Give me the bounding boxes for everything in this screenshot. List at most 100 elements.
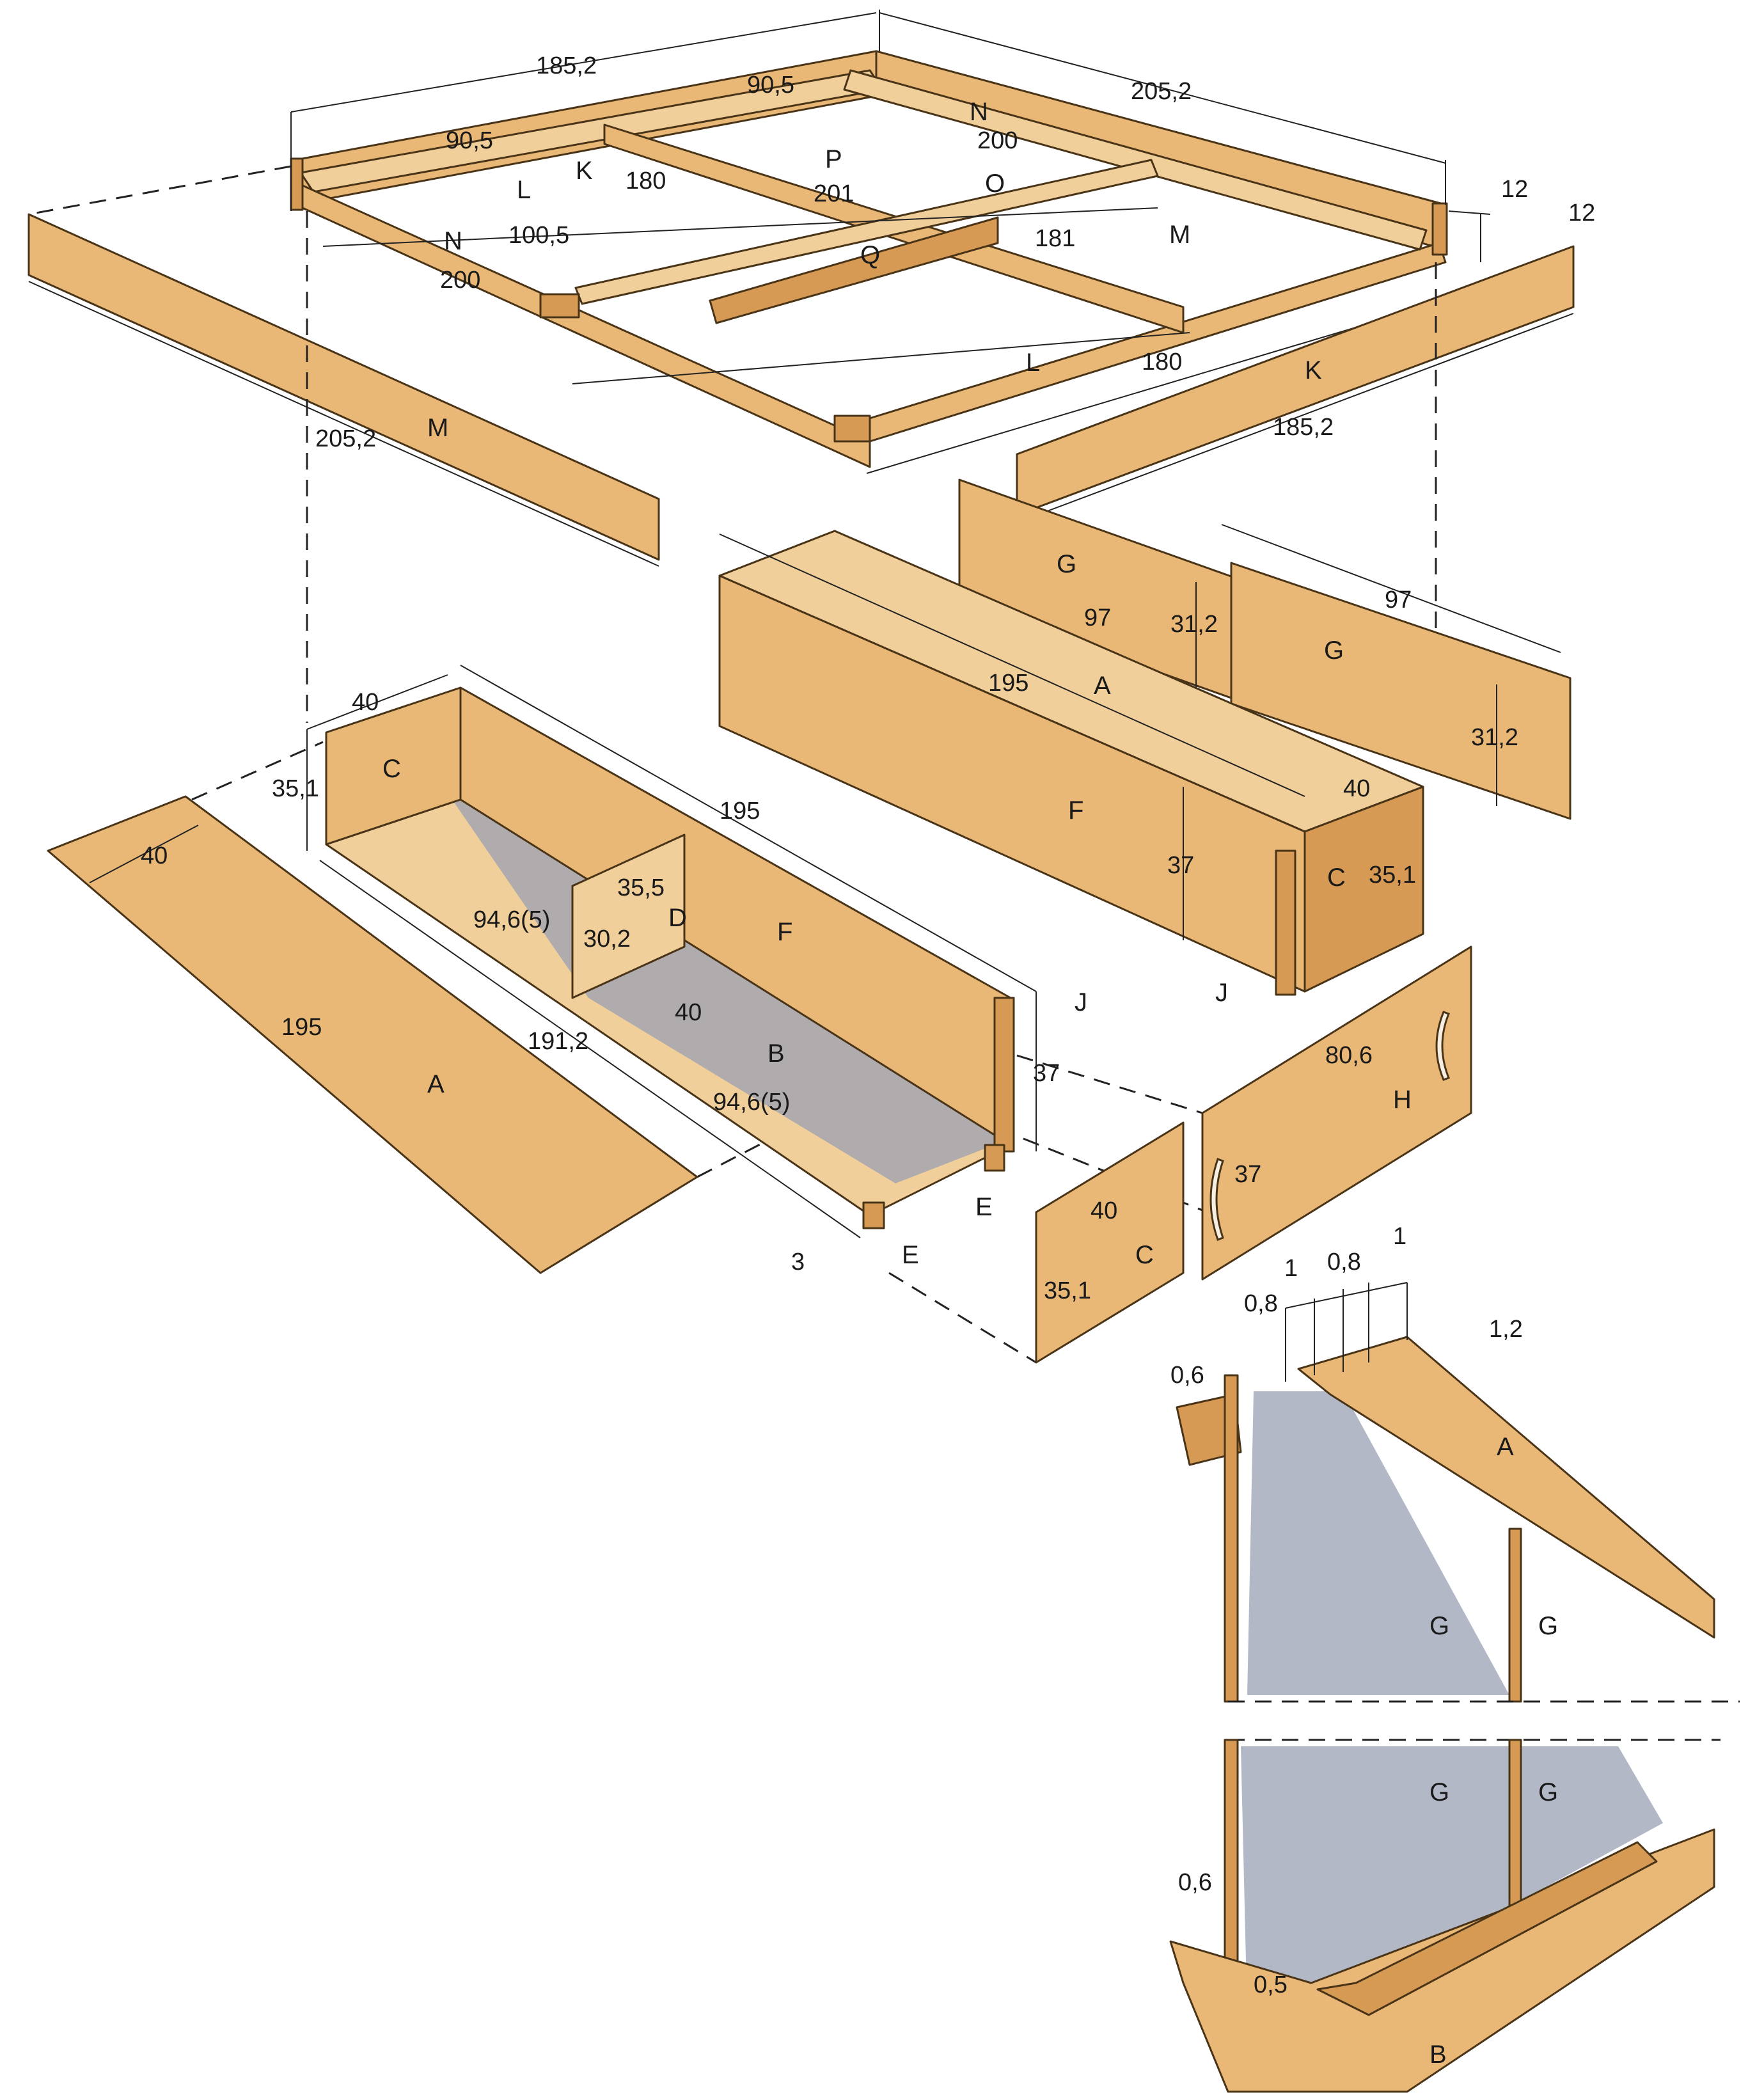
frame-label-o: O (985, 170, 1005, 198)
detail-top-rail-a (1297, 1336, 1715, 1639)
frame-rail-n-top (843, 69, 1428, 251)
closed-box-end-c (1303, 786, 1424, 993)
frame-dim-half-right: 90,5 (747, 72, 794, 99)
detail-dim-1a: 1 (1284, 1255, 1298, 1282)
bed-frame (290, 50, 1448, 468)
open-box-c-label: C (382, 755, 401, 783)
frame-dimensions (290, 10, 1491, 474)
rail-k-label: K (1305, 356, 1322, 384)
frame-dim-181: 181 (1035, 225, 1075, 252)
frame-dim-12b: 12 (1568, 200, 1595, 226)
detail-label-g2: G (1538, 1612, 1558, 1640)
panel-g1-label: G (1057, 550, 1076, 578)
rail-m-dim: 205,2 (315, 425, 376, 452)
open-box-j-strip (993, 997, 1015, 1153)
detail-label-g1: G (1429, 1612, 1449, 1640)
frame-label-n-left: N (444, 227, 462, 255)
open-box-b-depth: 40 (675, 999, 702, 1026)
open-box-dim-3: 3 (791, 1249, 805, 1276)
closed-box-j-strip (1275, 849, 1296, 996)
top-panel-a-length: 195 (281, 1014, 322, 1041)
detail-label-b: B (1429, 2041, 1447, 2069)
open-box-b-label: B (768, 1039, 785, 1068)
rail-m (28, 213, 660, 561)
detail-bottom-groove (1316, 1841, 1658, 2016)
frame-dim-l-bottom: 180 (1142, 349, 1182, 375)
frame-label-l-bottom: L (1026, 349, 1040, 377)
detail-top-panel-g-right (1508, 1528, 1522, 1703)
closed-box-a-label: A (1094, 672, 1111, 700)
detail-label-g3: G (1429, 1778, 1449, 1806)
open-box-d-label: D (668, 904, 687, 932)
closed-box-f-label: F (1068, 796, 1083, 825)
frame-dim-length-total: 205,2 (1131, 78, 1192, 105)
closed-box-c-height: 35,1 (1369, 862, 1416, 889)
door-h-label: H (1393, 1086, 1412, 1114)
frame-label-n-top: N (970, 98, 988, 126)
detail-top (1176, 1282, 1740, 1703)
frame-dim-p: 201 (814, 180, 854, 207)
frame-post-left (290, 157, 304, 211)
open-box-divider-d (571, 833, 686, 999)
frame-label-p: P (825, 145, 842, 173)
open-box-end-c (325, 686, 462, 846)
end-panel-c-label: C (1135, 1241, 1154, 1269)
detail-dim-05: 0,5 (1254, 1971, 1288, 1998)
open-box (306, 665, 1037, 1238)
frame-dim-width-total: 185,2 (536, 52, 597, 79)
detail-top-panel-g-left (1224, 1374, 1239, 1703)
detail-dim-1b: 1 (1393, 1223, 1406, 1250)
rail-k (1016, 245, 1575, 516)
top-panel-a (47, 795, 698, 1274)
frame-label-q: Q (860, 241, 880, 269)
open-box-e-label-front: E (902, 1241, 919, 1269)
end-panel-c (1035, 1121, 1185, 1364)
open-box-c-height: 35,1 (272, 775, 319, 802)
open-box-j-label: J (1075, 988, 1087, 1016)
open-box-e-foot-back (984, 1144, 1005, 1172)
closed-box-c-label: C (1327, 864, 1346, 892)
top-panel-a-label: A (427, 1070, 445, 1098)
detail-dim-06-top: 0,6 (1170, 1362, 1204, 1389)
open-box-e-foot-front (862, 1201, 885, 1229)
open-box-f-label: F (777, 918, 792, 946)
panel-g1-width: 97 (1084, 604, 1111, 631)
frame-post-right (1431, 202, 1448, 256)
open-box-b-half-b: 94,6(5) (713, 1089, 790, 1116)
frame-dim-k-inner: 180 (626, 168, 666, 194)
detail-dim-12: 1,2 (1489, 1316, 1523, 1343)
door-h (1201, 945, 1472, 1281)
frame-dim-n-top: 200 (977, 127, 1018, 154)
detail-label-a: A (1497, 1433, 1514, 1461)
frame-dim-half-left: 90,5 (446, 127, 493, 154)
frame-support-q (709, 216, 999, 324)
rail-k-dim: 185,2 (1273, 414, 1334, 441)
closed-box-a-depth: 40 (1343, 775, 1370, 802)
closed-box-j-label: J (1215, 979, 1228, 1007)
panel-g2-height: 31,2 (1471, 724, 1518, 751)
frame-label-l-top: L (517, 176, 531, 204)
frame-dim-cross: 100,5 (508, 222, 569, 249)
door-h-height: 37 (1234, 1161, 1261, 1188)
open-box-d-height: 30,2 (583, 926, 631, 952)
closed-box-f-height: 37 (1167, 852, 1194, 879)
detail-bottom-shade (1241, 1746, 1663, 2015)
panel-g2-width: 97 (1385, 587, 1412, 613)
door-handle-left-icon (1209, 1158, 1224, 1241)
frame-dim-12a: 12 (1501, 176, 1528, 203)
end-panel-c-width: 40 (1091, 1197, 1117, 1224)
detail-dim-08b: 0,8 (1327, 1249, 1361, 1276)
frame-dim-n-left: 200 (440, 267, 480, 294)
rail-m-label: M (427, 414, 448, 442)
detail-dim-06-bottom: 0,6 (1178, 1869, 1212, 1896)
detail-dim-08a: 0,8 (1244, 1290, 1278, 1317)
closed-box-a-length: 195 (988, 670, 1028, 697)
panel-g2-label: G (1324, 636, 1344, 665)
frame-rail-o (574, 159, 1159, 305)
door-h-width: 80,6 (1325, 1042, 1373, 1069)
frame-foot-mid (539, 293, 580, 319)
frame-label-k-top: K (576, 157, 593, 185)
open-box-e-label-back: E (975, 1193, 993, 1221)
detail-top-shade (1247, 1391, 1509, 1695)
